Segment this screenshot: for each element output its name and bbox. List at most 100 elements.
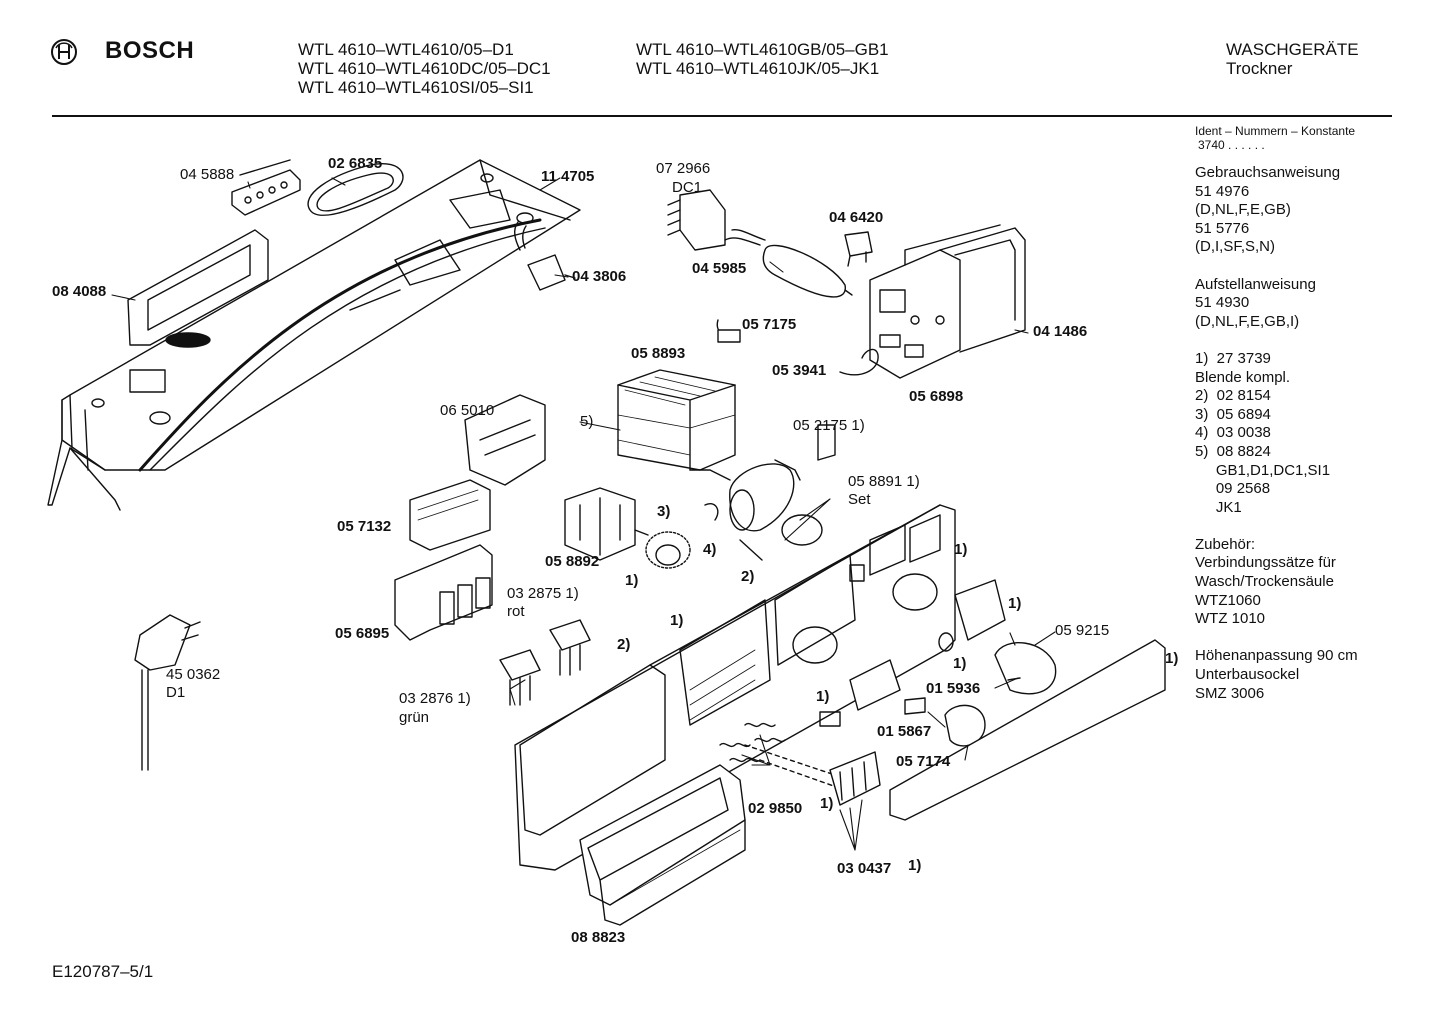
note-line: 09 2568 (1195, 480, 1271, 498)
part-number-label: 07 2966 (656, 160, 711, 177)
note-line: Blende kompl. (1195, 368, 1291, 386)
control-panel-drawing (514, 504, 956, 871)
part-number-label: DC1 (672, 179, 703, 196)
trim-strip-drawing (889, 639, 1166, 821)
note-line: 51 5776 (1195, 219, 1250, 237)
part-number-label: 04 1486 (1033, 323, 1088, 340)
part-number-label: D1 (166, 684, 186, 701)
model-line: WTL 4610–WTL4610DC/05–DC1 (298, 59, 551, 78)
loop-gasket-drawing (307, 162, 404, 216)
part-number-label: 05 6898 (909, 388, 964, 405)
part-number-label: 05 2175 1) (793, 417, 865, 434)
ident-heading: Ident – Nummern – Konstante (1195, 124, 1356, 138)
note-line: WTZ1060 (1195, 591, 1261, 609)
switch-module-drawing (564, 487, 649, 561)
knobs-drawing (819, 579, 1057, 747)
part-number-label: 1) (820, 795, 834, 812)
wire-drawing (716, 319, 879, 376)
part-number-label: 08 8823 (571, 929, 626, 946)
category-subtitle: Trockner (1226, 59, 1293, 78)
connector-clips-drawing (499, 619, 591, 706)
model-list-2: WTL 4610–WTL4610GB/05–GB1 WTL 4610–WTL46… (636, 40, 889, 78)
category: WASCHGERÄTE Trockner (1226, 40, 1359, 78)
header-rule (52, 115, 1392, 117)
pcb-bracket-drawing (869, 224, 1026, 379)
note-line: JK1 (1195, 498, 1242, 516)
note-line: 4) 03 0038 (1195, 424, 1271, 442)
part-number-label: 06 5010 (440, 402, 495, 419)
relay-block-drawing (394, 544, 493, 641)
part-number-label: Set (848, 491, 871, 508)
bosch-armature-icon (51, 39, 77, 65)
relay-drawing (667, 189, 726, 251)
part-number-label: 3) (657, 503, 671, 520)
part-number-label: 1) (908, 857, 922, 874)
model-line: WTL 4610–WTL4610GB/05–GB1 (636, 40, 889, 59)
part-number-label: 04 5888 (180, 166, 235, 183)
part-number-label: 1) (816, 688, 830, 705)
part-number-label: 05 3941 (772, 362, 827, 379)
part-number-label: 2) (617, 636, 631, 653)
leader-lines (111, 177, 1056, 851)
note-line: Unterbausockel (1195, 666, 1300, 684)
part-number-label: 05 7174 (896, 753, 951, 770)
part-number-label: 04 6420 (829, 209, 884, 226)
model-list-1: WTL 4610–WTL4610/05–D1 WTL 4610–WTL4610D… (298, 40, 551, 97)
back-panel-drawing (127, 229, 269, 346)
part-number-label: 1) (1165, 650, 1179, 667)
brand-name: BOSCH (105, 37, 195, 64)
part-number-label: 1) (953, 655, 967, 672)
note-line (1195, 257, 1358, 276)
bosch-logo (50, 38, 78, 71)
part-number-label: 4) (703, 541, 717, 558)
clip-drawing (844, 231, 873, 267)
model-line: WTL 4610–WTL4610SI/05–SI1 (298, 78, 534, 97)
part-number-label: 1) (625, 572, 639, 589)
part-number-label: 08 4088 (52, 283, 107, 300)
category-title: WASCHGERÄTE (1226, 40, 1359, 59)
part-number-label: 45 0362 (166, 666, 221, 683)
note-line (1195, 517, 1358, 536)
note-line: 51 4976 (1195, 182, 1250, 200)
model-line: WTL 4610–WTL4610JK/05–JK1 (636, 59, 880, 78)
part-number-label: rot (507, 603, 525, 620)
note-line (1195, 331, 1358, 350)
part-number-label: 05 8892 (545, 553, 600, 570)
note-line: (D,NL,F,E,GB,I) (1195, 312, 1300, 330)
note-line: Wasch/Trockensäule (1195, 573, 1334, 591)
capacitor-drawing (724, 228, 853, 298)
gear-drawing (645, 503, 763, 569)
note-line: Zubehör: (1195, 535, 1256, 553)
terminal-block-drawing (231, 159, 301, 216)
top-frame-drawing (47, 159, 581, 511)
part-number-label: grün (399, 709, 430, 726)
part-number-label: 03 0437 (837, 860, 892, 877)
exploded-parts-diagram (47, 159, 1166, 926)
model-line: WTL 4610–WTL4610/05–D1 (298, 40, 514, 59)
part-number-label: 05 7175 (742, 316, 797, 333)
note-line: 1) 27 3739 (1195, 349, 1271, 367)
small-capacitor-drawing (513, 221, 576, 291)
part-number-label: 2) (741, 568, 755, 585)
note-line: WTZ 1010 (1195, 610, 1266, 628)
note-line: Höhenanpassung 90 cm (1195, 647, 1358, 665)
part-number-label: 03 2875 1) (507, 585, 579, 602)
part-number-label: 05 8893 (631, 345, 686, 362)
part-number-label: 02 9850 (748, 800, 803, 817)
part-number-label: 05 8891 1) (848, 473, 920, 490)
drawer-drawing (579, 764, 746, 926)
motor-drawing (729, 424, 836, 546)
parts-notes: Ident – Nummern – Konstante 3740 . . . .… (1195, 124, 1358, 703)
note-line: Verbindungssätze für (1195, 554, 1336, 572)
part-number-label: 04 5985 (692, 260, 747, 277)
part-number-label: 5) (580, 413, 594, 430)
part-number-label: 04 3806 (572, 268, 627, 285)
part-number-label: 11 4705 (541, 168, 595, 185)
part-number-label: 02 6835 (328, 155, 383, 172)
part-number-label: 05 9215 (1055, 622, 1110, 639)
note-line: (D,NL,F,E,GB) (1195, 201, 1291, 219)
part-number-label: 1) (1008, 595, 1022, 612)
part-number-label: 05 6895 (335, 625, 390, 642)
part-number-label: 1) (954, 541, 968, 558)
